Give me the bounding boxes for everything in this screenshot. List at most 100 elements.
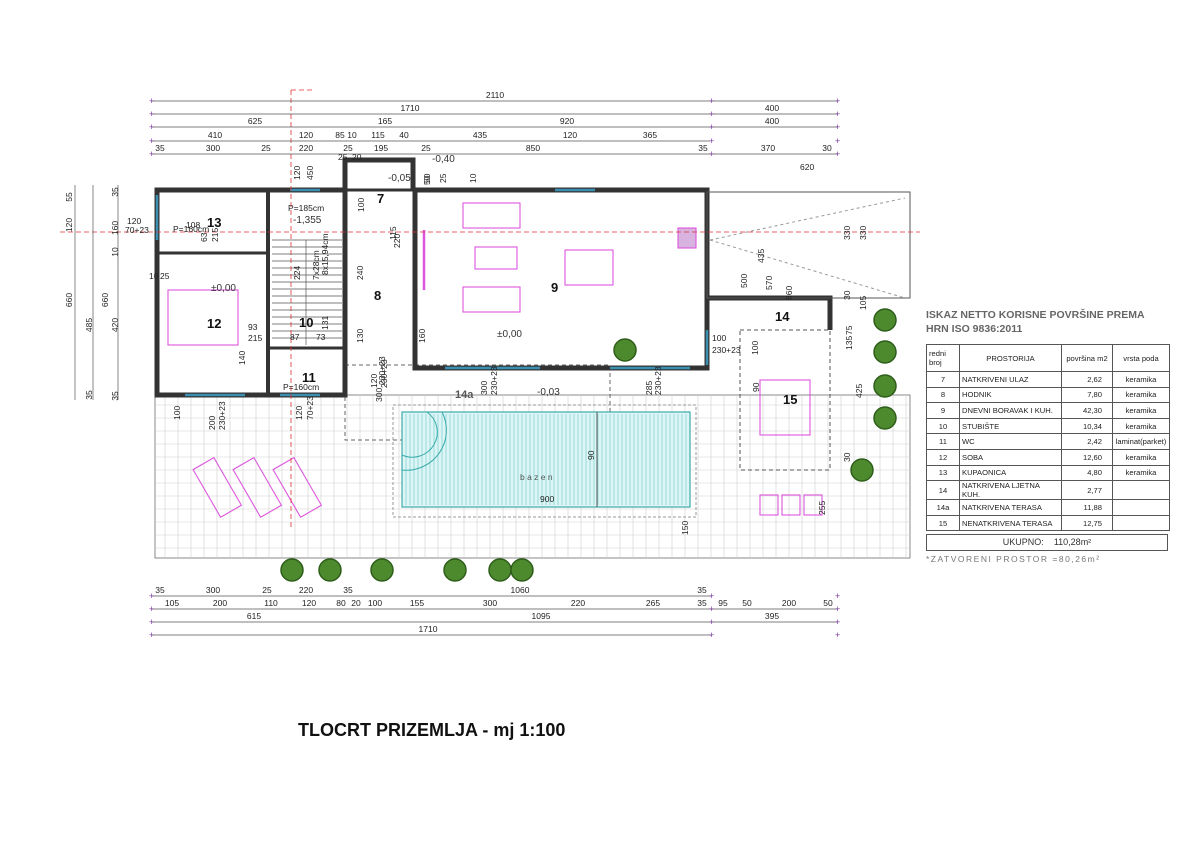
dimension-label: 215 <box>210 228 220 242</box>
row-number: 15 <box>926 514 960 532</box>
dimension-label: 20 <box>351 598 361 608</box>
dimension-label: 120 <box>292 166 302 180</box>
dimension-label: 230+23 <box>217 401 227 430</box>
elevation-mark: -1,355 <box>293 215 322 226</box>
furniture <box>167 202 823 519</box>
dimension-label: 40 <box>399 130 409 140</box>
dimension-label: 120 <box>302 598 316 608</box>
dimension-label: 220 <box>392 234 402 248</box>
dimension-label: 420 <box>110 318 120 332</box>
dimension-label: 50 <box>422 175 432 185</box>
dimension-label: 285 <box>644 381 654 395</box>
room-9-label: 9 <box>551 280 558 295</box>
row-number: 9 <box>926 402 960 419</box>
dimension-label: 35 <box>84 390 94 400</box>
dimension-tick-icon: + <box>709 136 714 146</box>
dimension-label: 570 <box>764 276 774 290</box>
row-room: DNEVNI BORAVAK I KUH. <box>959 402 1062 419</box>
dimension-label: 63 <box>199 232 209 242</box>
tree-icon <box>873 406 897 430</box>
dimension-label: 220 <box>299 585 313 595</box>
dimension-tick-icon: + <box>149 149 154 159</box>
dimension-label: 50 <box>823 598 833 608</box>
dimension-tick-icon: + <box>149 591 154 601</box>
row-floor: laminat(parket) <box>1112 433 1170 450</box>
dimension-label: 1710 <box>401 103 420 113</box>
row-area: 2,62 <box>1061 371 1113 388</box>
row-area: 2,42 <box>1061 433 1113 450</box>
dimension-label: 120 <box>563 130 577 140</box>
dimension-label: 365 <box>643 130 657 140</box>
dimension-label: 150 <box>680 521 690 535</box>
dimension-label: 95 <box>718 598 728 608</box>
dimension-label: 850 <box>526 143 540 153</box>
elevation-mark: -0,03 <box>537 387 560 398</box>
row-area: 12,60 <box>1061 448 1113 466</box>
dimension-label: 200 <box>207 416 217 430</box>
dimension-label: 131 <box>320 316 330 330</box>
dimension-tick-icon: + <box>835 149 840 159</box>
dimension-label: 90 <box>751 382 761 392</box>
dimension-label: 120 <box>127 216 141 226</box>
dimension-label: 105 <box>858 296 868 310</box>
dimension-label: 30 <box>822 143 832 153</box>
elevation-mark: -0,40 <box>432 154 455 165</box>
dimension-label: 165 <box>378 116 392 126</box>
row-floor <box>1112 499 1170 516</box>
dimension-label: 50 <box>742 598 752 608</box>
dimension-label: 35 <box>155 143 165 153</box>
dimension-label: 80 <box>336 598 346 608</box>
dimension-label: 20 <box>352 152 362 162</box>
tree-icon <box>488 558 512 582</box>
dimension-label: 230+23 <box>653 366 663 395</box>
dimension-label: P=160cm <box>283 382 319 392</box>
dimension-label: 25 <box>261 143 271 153</box>
dimension-tick-icon: + <box>149 136 154 146</box>
row-area: 11,88 <box>1061 499 1113 516</box>
dimension-label: 230+23 <box>712 345 741 355</box>
row-floor: keramika <box>1112 386 1170 404</box>
dimension-tick-icon: + <box>835 630 840 640</box>
dimension-tick-icon: + <box>835 122 840 132</box>
dimension-label: 395 <box>765 611 779 621</box>
row-area: 10,34 <box>1061 417 1113 435</box>
tree-icon <box>370 558 394 582</box>
dimension-label: 10 <box>149 271 159 281</box>
dimension-label: 400 <box>765 103 779 113</box>
canopy <box>706 191 911 471</box>
dimension-label: 200 <box>213 598 227 608</box>
tree-icon <box>873 340 897 364</box>
row-number: 13 <box>926 464 960 482</box>
dimension-tick-icon: + <box>149 617 154 627</box>
dimension-label: 30 <box>842 452 852 462</box>
header-room: PROSTORIJA <box>959 344 1062 372</box>
dimension-label: 300 <box>206 143 220 153</box>
dimension-label: 120 <box>369 374 379 388</box>
dimension-label: 410 <box>208 130 222 140</box>
dimension-label: 450 <box>305 166 315 180</box>
room-11-label: 11 <box>302 370 316 385</box>
dimension-label: 30 <box>842 290 852 300</box>
dimension-label: 195 <box>374 143 388 153</box>
room-10-label: 10 <box>299 315 313 330</box>
dimension-label: 87 <box>290 332 300 342</box>
row-room: NENATKRIVENA TERASA <box>959 514 1062 532</box>
row-room: HODNIK <box>959 386 1062 404</box>
dimension-label: P=160cm <box>173 224 209 234</box>
dimension-label: 50 <box>422 173 432 183</box>
header-floor: vrsta poda <box>1112 344 1170 372</box>
total-value: 110,28m² <box>1053 537 1092 548</box>
room-12-label: 12 <box>207 316 221 331</box>
dimension-label: 224 <box>292 266 302 280</box>
dimension-label: 35 <box>110 187 120 197</box>
dimension-label: 100 <box>750 341 760 355</box>
dimension-label: 35 <box>110 391 120 401</box>
dimension-label: 2110 <box>486 90 505 100</box>
table-header-row: redni broj PROSTORIJA površina m2 vrsta … <box>926 344 1170 372</box>
dimension-label: 10 <box>110 247 120 257</box>
dimension-label: 265 <box>646 598 660 608</box>
